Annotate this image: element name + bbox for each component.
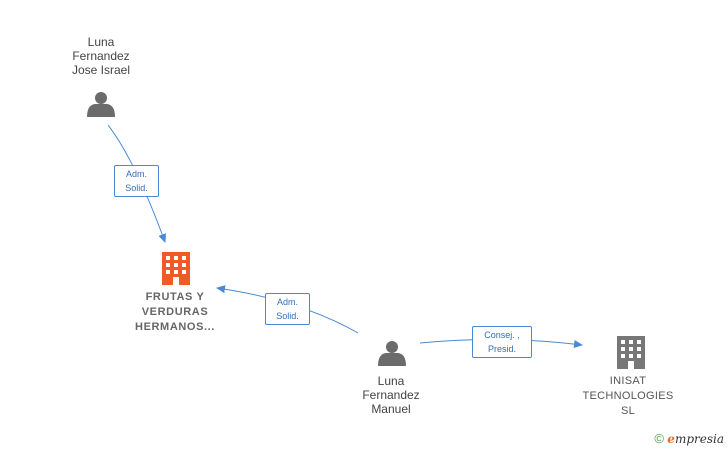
person-name-manuel[interactable]: Luna Fernandez Manuel: [338, 374, 444, 416]
edge-label-jose-frutas: Adm. Solid.: [114, 165, 159, 197]
building-icon[interactable]: [617, 336, 645, 369]
name-line: HERMANOS...: [135, 321, 215, 333]
name-line: Fernandez: [362, 388, 420, 402]
name-line: Luna: [377, 374, 405, 388]
building-icon[interactable]: [162, 252, 190, 285]
copyright-icon: ©: [654, 431, 664, 446]
edge-label-line: Solid.: [125, 183, 148, 193]
company-name-frutas[interactable]: FRUTAS Y VERDURAS HERMANOS...: [115, 290, 235, 335]
copyright-brand: © empresia: [654, 431, 724, 446]
name-line: Manuel: [371, 402, 411, 416]
name-line: VERDURAS: [141, 306, 209, 318]
edge-label-line: Presid.: [487, 344, 516, 354]
brand-rest: mpresia: [674, 432, 724, 446]
edge-label-line: Adm.: [276, 297, 298, 307]
brand-logo: empresia: [667, 432, 724, 446]
person-icon[interactable]: [378, 341, 406, 366]
person-icon[interactable]: [87, 92, 115, 117]
edge-label-manuel-inisat: Consej. , Presid.: [472, 326, 532, 358]
edge-label-line: Solid.: [276, 311, 299, 321]
edge-label-line: Adm.: [125, 169, 147, 179]
name-line: FRUTAS Y: [145, 291, 205, 303]
name-line: Luna: [87, 35, 115, 49]
name-line: Fernandez: [72, 49, 130, 63]
edge-label-line: Consej. ,: [484, 330, 520, 340]
company-name-inisat[interactable]: INISAT TECHNOLOGIES SL: [568, 374, 688, 419]
name-line: INISAT: [609, 375, 647, 387]
name-line: Jose Israel: [71, 63, 131, 77]
edge-label-manuel-frutas: Adm. Solid.: [265, 293, 310, 325]
name-line: SL: [620, 405, 636, 417]
person-name-jose[interactable]: Luna Fernandez Jose Israel: [48, 35, 154, 77]
brand-initial: e: [667, 432, 675, 446]
name-line: TECHNOLOGIES: [582, 390, 674, 402]
